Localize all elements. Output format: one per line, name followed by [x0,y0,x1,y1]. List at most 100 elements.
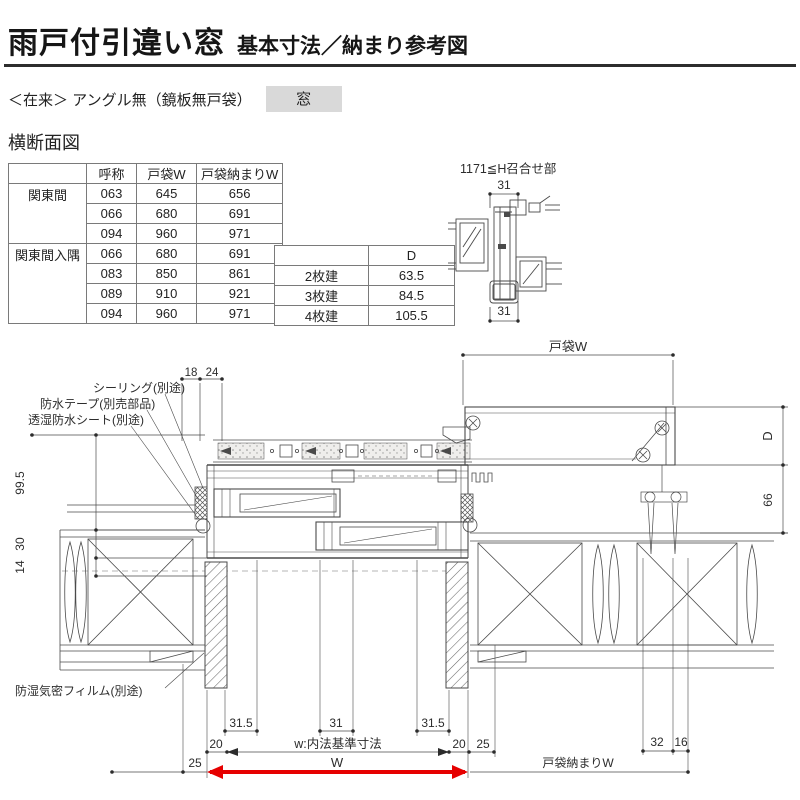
outer-sash [213,488,341,518]
depth-header-empty [274,245,369,266]
table-row: 3枚建 84.5 [274,285,455,306]
detail-dim-bottom: 31 [497,304,511,318]
dim-31: 31 [329,716,343,730]
dim-25-right: 25 [476,737,490,751]
cell: 850 [136,263,197,284]
cell: 84.5 [368,285,455,306]
dim-30: 30 [13,537,27,551]
table-row: 094 960 971 [9,303,284,324]
dim-tobukuro-osamari-w: 戸袋納まりW [542,756,614,770]
jamb-pillars [204,561,469,689]
screw-icon [635,447,651,463]
dimension-w-row [110,765,690,779]
table-row: D [274,245,455,266]
screw-icon [465,415,481,431]
cell: 066 [86,203,137,224]
table-row: 089 910 921 [9,283,284,304]
detail-clips [498,212,510,249]
inner-sash [315,521,469,551]
variant-row: ＜在来＞ アングル無（鏡板無戸袋） 窓 [8,86,342,112]
dim-25-left: 25 [188,756,202,770]
cell: 861 [195,263,284,284]
dimension-w-base [205,748,496,756]
cross-section-drawing: シーリング(別途) 防水テープ(別売部品) 透湿防水シート(別途) 防湿気密フィ… [13,339,788,779]
dim-18: 18 [185,367,198,379]
dim-31-5-right: 31.5 [421,716,445,730]
callout-sealing: シーリング(別途) [93,380,185,395]
meeting-stile-detail: 1171≦H召合せ部 31 31 [448,161,562,323]
cell: 094 [86,303,137,324]
spec-header-row: 呼称 戸袋W 戸袋納まりW [8,163,284,184]
callout-moisture-film: 防湿気密フィルム(別途) [15,683,143,698]
cell: 066 [86,243,137,264]
dimension-top-18-24 [180,377,224,441]
cell: 680 [136,203,197,224]
cell: 63.5 [368,265,455,286]
variant-label: ＜在来＞ アングル無（鏡板無戸袋） [8,91,252,109]
dimension-left-stack [30,433,207,578]
cell: 656 [195,183,284,204]
spec-header-w: 戸袋W [136,163,197,184]
cell: 960 [136,223,197,244]
table-row: 4枚建 105.5 [274,305,455,326]
dim-16: 16 [674,735,688,749]
cell: 4枚建 [274,305,369,326]
spec-table: 呼称 戸袋W 戸袋納まりW 関東間 063 645 656 066 680 69… [8,163,284,324]
detail-dimensions [489,193,519,322]
title-rule [4,64,796,67]
screw-icon [654,420,670,436]
table-row: 関東間 063 645 656 [8,183,284,244]
cell: 971 [195,303,284,324]
dim-66: 66 [761,493,775,507]
sealing-hatch-left [194,486,208,520]
section-title: 横断面図 [8,133,80,153]
cell: 921 [195,283,284,304]
dim-24: 24 [206,367,219,379]
dimension-right-d-66 [700,405,788,535]
exterior-siding-band [213,439,472,463]
dim-99-5: 99.5 [13,471,27,495]
spec-header-name: 呼称 [86,163,137,184]
cell: 083 [86,263,137,284]
table-row: 2枚建 63.5 [274,265,455,286]
dim-d: D [760,431,775,440]
cell: 910 [136,283,197,304]
cell: 691 [195,243,284,264]
cell: 2枚建 [274,265,369,286]
cell: 089 [86,283,137,304]
detail-title: 1171≦H召合せ部 [460,161,556,176]
cell: 063 [86,183,137,204]
table-row: 関東間入隅 066 680 691 [8,243,284,324]
dim-14: 14 [13,560,27,574]
dim-20-right: 20 [452,737,466,751]
left-wall [59,504,207,671]
window-frame [194,464,493,559]
window-type-badge: 窓 [265,86,342,112]
shutter-box [442,406,788,555]
cell: 971 [195,223,284,244]
cell: 691 [195,203,284,224]
title-main: 雨戸付引違い窓 [8,27,225,60]
dimension-31s [223,729,451,733]
dimension-32-16 [641,749,690,753]
dim-31-5-left: 31.5 [229,716,253,730]
bottom-extension-lines [182,558,689,778]
w-arrowhead-left [207,765,223,779]
cell: 3枚建 [274,285,369,306]
cell: 645 [136,183,197,204]
dim-20-left: 20 [209,737,223,751]
depth-table: D 2枚建 63.5 3枚建 84.5 4枚建 105.5 [274,245,455,326]
spec-header-ww: 戸袋納まりW [195,163,284,184]
dim-w: W [331,755,344,770]
dim-32: 32 [650,735,664,749]
dimension-tobukuro-w [461,353,675,405]
detail-dim-top: 31 [497,178,511,192]
callout-breathable-sheet: 透湿防水シート(別途) [28,412,144,427]
w-arrowhead-right [452,765,468,779]
table-row: 094 960 971 [9,223,284,244]
cell: 960 [136,303,197,324]
title-subtitle: 基本寸法／納まり参考図 [237,35,468,58]
spec-group-kanto: 関東間 [8,183,87,244]
cell: 105.5 [368,305,455,326]
